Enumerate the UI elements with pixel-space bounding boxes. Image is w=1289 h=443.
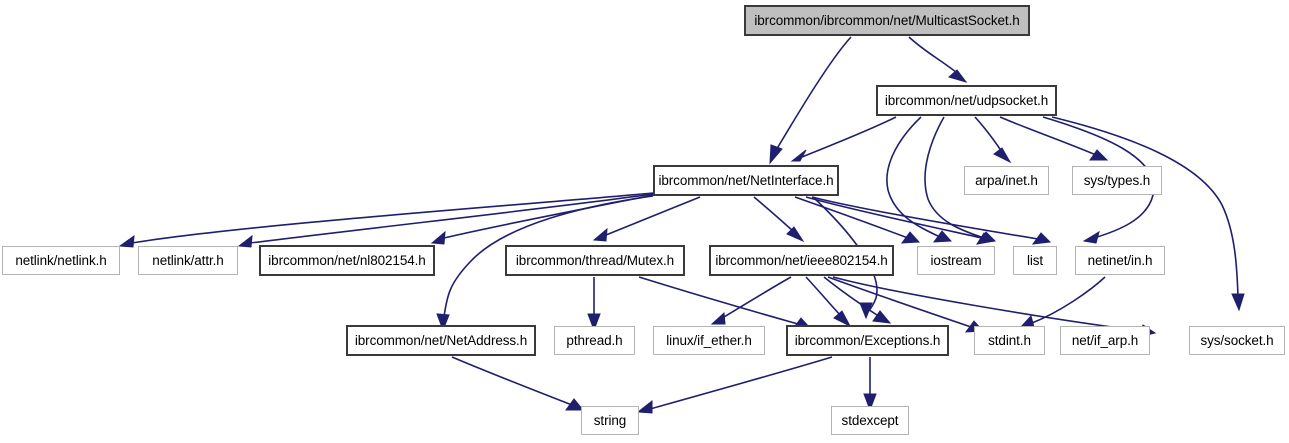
edge-netinterface-to-list (805, 196, 996, 245)
edge-netinterface-to-netlinkattr (237, 193, 654, 248)
edge-exceptions-to-string (636, 356, 833, 414)
graph-node-pthread[interactable]: pthread.h (554, 326, 635, 355)
graph-node-label: netinet/in.h (1087, 252, 1153, 268)
graph-node-nl802154[interactable]: ibrcommon/net/nl802154.h (259, 245, 435, 276)
graph-node-label: ibrcommon/net/NetAddress.h (354, 332, 528, 348)
edge-udpsocket-to-syssocket (1051, 116, 1245, 312)
graph-node-label: ibrcommon/net/udpsocket.h (884, 92, 1049, 108)
graph-node-netlinknetlink[interactable]: netlink/netlink.h (2, 246, 120, 275)
graph-node-iostream[interactable]: iostream (917, 246, 995, 275)
edge-multicastsocket-to-udpsocket (908, 36, 968, 83)
graph-node-string[interactable]: string (581, 406, 639, 435)
graph-node-netinterface[interactable]: ibrcommon/net/NetInterface.h (653, 165, 839, 196)
edge-netinterface-to-netlinknetlink (118, 192, 654, 248)
edge-multicastsocket-to-netinterface (769, 36, 852, 165)
edge-ieee802154-to-stdint (827, 276, 985, 333)
graph-node-label: pthread.h (566, 332, 623, 348)
graph-node-stdexcept[interactable]: stdexcept (831, 406, 909, 435)
graph-node-label: net/if_arp.h (1071, 332, 1139, 348)
edge-exceptions-to-stdexcept (863, 357, 877, 412)
graph-node-label: sys/socket.h (1200, 332, 1274, 348)
edge-netinterface-to-ieee802154 (753, 196, 805, 243)
edge-mutex-to-pthread (587, 277, 601, 332)
graph-node-netlinkattr[interactable]: netlink/attr.h (138, 246, 238, 275)
graph-node-label: ibrcommon/net/NetInterface.h (658, 172, 834, 188)
edge-netaddress-to-string (451, 356, 585, 411)
edge-netinterface-to-mutex (592, 196, 701, 242)
graph-node-multicastsocket[interactable]: ibrcommon/ibrcommon/net/MulticastSocket.… (744, 5, 1030, 36)
graph-node-label: ibrcommon/net/ieee802154.h (715, 252, 888, 268)
edge-udpsocket-to-systypes (999, 116, 1109, 161)
graph-node-mutex[interactable]: ibrcommon/thread/Mutex.h (505, 245, 685, 276)
graph-node-stdint[interactable]: stdint.h (974, 326, 1045, 355)
graph-node-netifarp[interactable]: net/if_arp.h (1060, 326, 1150, 355)
graph-node-label: netlink/netlink.h (15, 252, 107, 268)
graph-node-udpsocket[interactable]: ibrcommon/net/udpsocket.h (876, 85, 1057, 116)
graph-node-arpainet[interactable]: arpa/inet.h (964, 166, 1049, 195)
graph-node-label: netlink/attr.h (152, 252, 224, 268)
graph-node-syssocket[interactable]: sys/socket.h (1189, 326, 1285, 355)
edge-ieee802154-to-exceptions (805, 276, 852, 328)
graph-node-label: list (1026, 252, 1044, 268)
graph-node-list[interactable]: list (1013, 246, 1057, 275)
graph-node-netinetin[interactable]: netinet/in.h (1075, 246, 1165, 275)
edge-udpsocket-to-arpainet (974, 116, 1012, 164)
graph-node-label: arpa/inet.h (975, 172, 1038, 188)
graph-node-exceptions[interactable]: ibrcommon/Exceptions.h (786, 325, 949, 356)
graph-node-label: stdint.h (988, 332, 1031, 348)
graph-node-label: ibrcommon/net/nl802154.h (268, 252, 426, 268)
edge-netinterface-to-netaddress (436, 195, 654, 332)
graph-node-label: string (593, 412, 627, 428)
edge-netinterface-to-iostream (794, 196, 921, 244)
graph-node-label: ibrcommon/ibrcommon/net/MulticastSocket.… (754, 12, 1020, 28)
edge-ieee802154-to-netifarp (823, 276, 892, 324)
graph-node-label: sys/types.h (1083, 172, 1151, 188)
edge-udpsocket-to-netinterface (790, 116, 897, 162)
graph-node-linuxifether[interactable]: linux/if_ether.h (653, 326, 765, 355)
graph-node-netaddress[interactable]: ibrcommon/net/NetAddress.h (346, 325, 536, 356)
graph-node-label: linux/if_ether.h (666, 332, 752, 348)
edge-udpsocket-to-iostream (886, 116, 953, 243)
graph-node-label: ibrcommon/thread/Mutex.h (515, 252, 675, 268)
graph-node-label: ibrcommon/Exceptions.h (794, 332, 941, 348)
graph-node-label: stdexcept (841, 412, 899, 428)
graph-node-ieee802154[interactable]: ibrcommon/net/ieee802154.h (709, 245, 894, 276)
graph-node-label: iostream (930, 252, 982, 268)
edge-ieee802154-to-linuxifether (710, 276, 792, 325)
graph-node-systypes[interactable]: sys/types.h (1072, 166, 1162, 195)
edge-netinterface-to-netinetin (811, 196, 1052, 245)
